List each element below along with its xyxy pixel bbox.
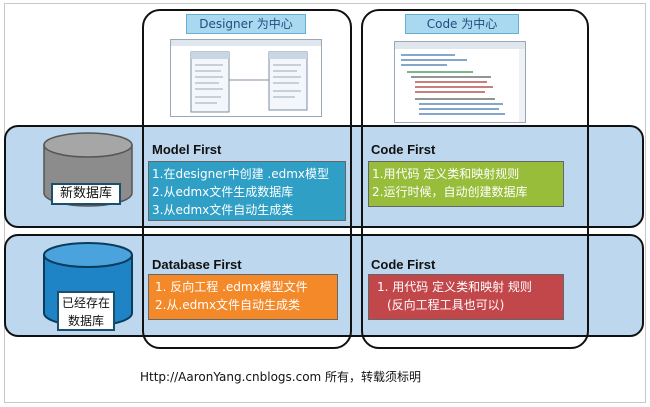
database-first-steps: 1. 反向工程 .edmx模型文件 2.从.edmx文件自动生成类 bbox=[148, 274, 338, 320]
database-first-title: Database First bbox=[152, 257, 242, 272]
step-item: 1. 反向工程 .edmx模型文件 bbox=[155, 280, 308, 294]
code-first-existing-title: Code First bbox=[371, 257, 436, 272]
existing-database-label-line1: 已经存在 bbox=[61, 296, 110, 310]
code-first-existing-steps: 1. 用代码 定义类和映射 规则 (反向工程工具也可以) bbox=[368, 274, 564, 320]
code-first-new-title: Code First bbox=[371, 142, 436, 157]
code-first-new-steps: 1.用代码 定义类和映射规则 2.运行时候，自动创建数据库 bbox=[368, 161, 564, 207]
model-first-title: Model First bbox=[152, 142, 222, 157]
step-item: 2.从edmx文件生成数据库 bbox=[152, 185, 294, 199]
step-item: 2.运行时候，自动创建数据库 bbox=[372, 185, 528, 199]
code-column-header: Code 为中心 bbox=[405, 14, 519, 34]
designer-centric-column bbox=[142, 9, 352, 349]
designer-screenshot-thumbnail bbox=[170, 39, 322, 117]
existing-database-label-line2: 数据库 bbox=[67, 314, 104, 328]
step-item: 1. 用代码 定义类和映射 规则 bbox=[377, 280, 532, 294]
step-item: (反向工程工具也可以) bbox=[387, 298, 505, 312]
designer-column-header: Designer 为中心 bbox=[186, 14, 306, 34]
model-first-steps: 1.在designer中创建 .edmx模型 2.从edmx文件生成数据库 3.… bbox=[148, 161, 346, 221]
existing-database-label: 已经存在 数据库 bbox=[57, 291, 115, 331]
step-item: 2.从.edmx文件自动生成类 bbox=[155, 298, 301, 312]
step-item: 3.从edmx文件自动生成类 bbox=[152, 203, 294, 217]
new-database-label: 新数据库 bbox=[51, 183, 121, 205]
code-screenshot-thumbnail bbox=[394, 41, 526, 123]
footer-credit: Http://AaronYang.cnblogs.com 所有，转载须标明 bbox=[140, 370, 422, 384]
step-item: 1.在designer中创建 .edmx模型 bbox=[152, 167, 329, 181]
code-centric-column bbox=[361, 9, 589, 349]
step-item: 1.用代码 定义类和映射规则 bbox=[372, 167, 520, 181]
